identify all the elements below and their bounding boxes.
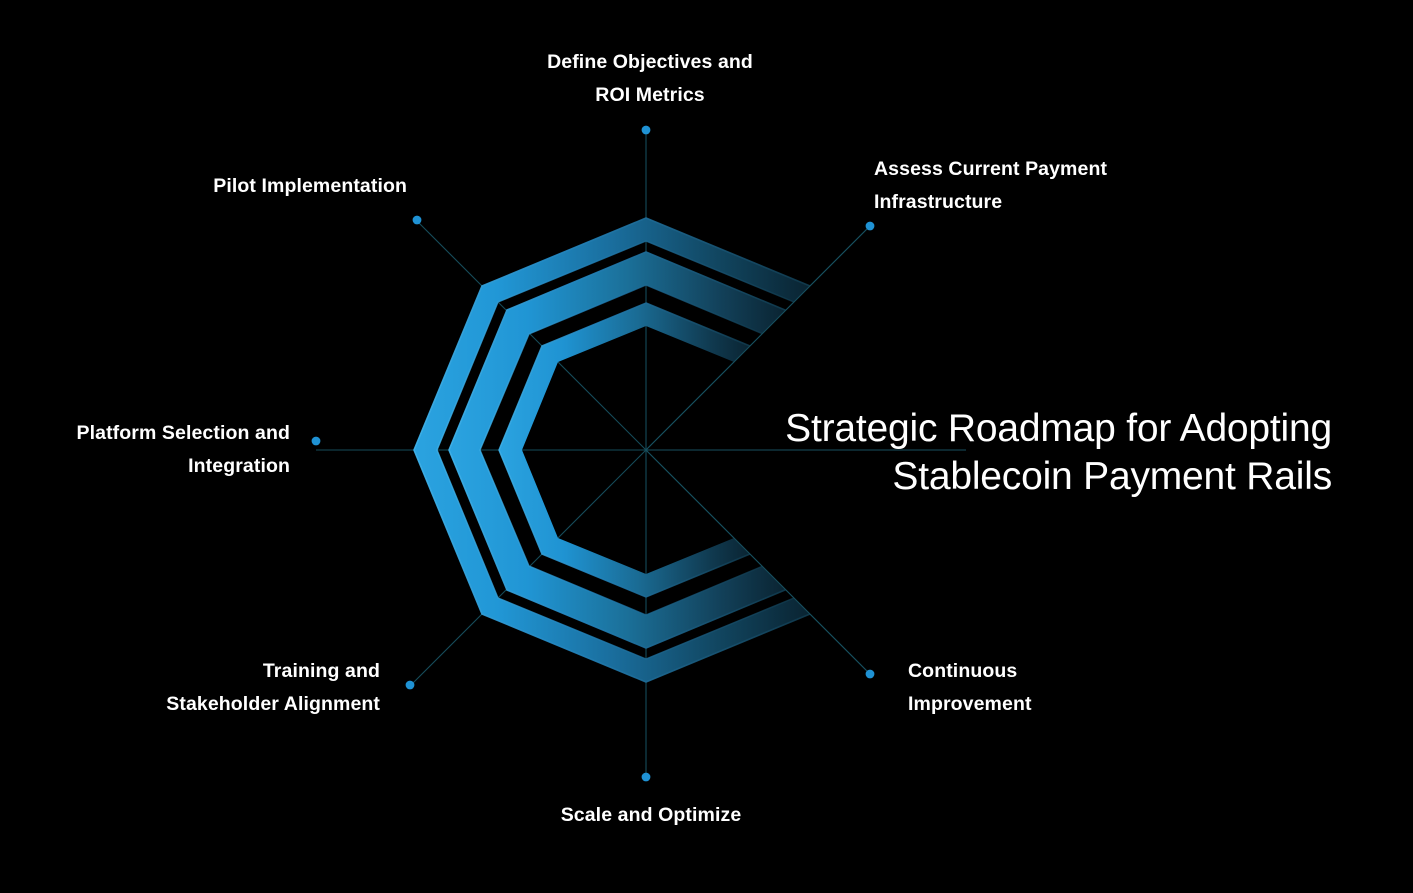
- spoke-ne-overlay: [645, 224, 872, 451]
- axis-dot-scale-optimize[interactable]: [641, 772, 651, 782]
- axis-dot-pilot-implementation[interactable]: [412, 215, 422, 225]
- axis-label-scale-optimize: Scale and Optimize: [560, 804, 742, 826]
- axis-label-define-objectives: Define Objectives and ROI Metrics: [547, 51, 753, 106]
- axis-dot-define-objectives[interactable]: [641, 125, 651, 135]
- axis-dot-training-alignment[interactable]: [405, 680, 415, 690]
- axis-dot-platform-selection[interactable]: [311, 436, 321, 446]
- axis-label-training-alignment: Training and Stakeholder Alignment: [166, 660, 380, 715]
- radar-spokes-overlay: [645, 224, 966, 676]
- axis-label-continuous-improvement: Continuous Improvement: [908, 660, 1032, 715]
- spoke-nw: [416, 220, 647, 451]
- axis-label-assess-infrastructure: Assess Current Payment Infrastructure: [874, 158, 1108, 213]
- axis-dot-continuous-improvement[interactable]: [865, 669, 875, 679]
- chart-title: Strategic Roadmap for Adopting Stablecoi…: [785, 407, 1332, 498]
- axis-label-pilot-implementation: Pilot Implementation: [213, 175, 407, 197]
- spoke-se-overlay: [645, 449, 872, 676]
- axis-dot-assess-infrastructure[interactable]: [865, 221, 875, 231]
- radar-geometry: [311, 125, 1000, 782]
- axis-dots: [311, 125, 875, 782]
- axis-label-platform-selection: Platform Selection and Integration: [76, 422, 290, 477]
